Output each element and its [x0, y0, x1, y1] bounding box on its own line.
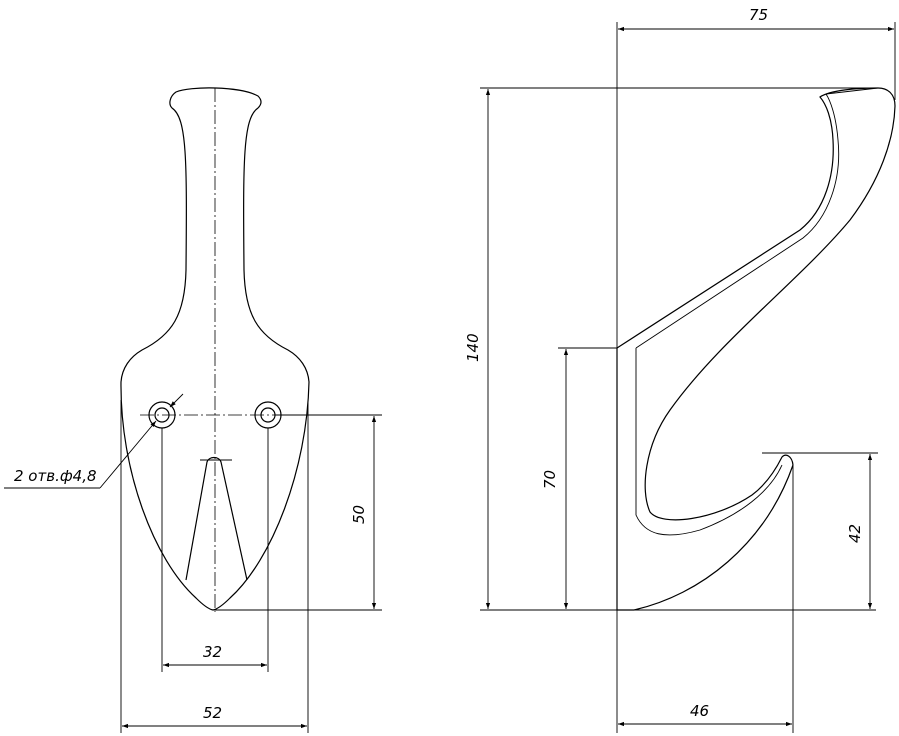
dim-depth-text: 75: [749, 6, 768, 24]
dim-total-width-text: 52: [203, 704, 222, 722]
dim-hole-spacing-text: 32: [203, 643, 222, 661]
hole-callout-arrow: [169, 393, 184, 408]
hole-callout-text: 2 отв.ф4,8: [14, 467, 97, 485]
side-view: 75 140 70 42 46: [464, 6, 896, 733]
upper-arm-inner: [635, 93, 840, 349]
upper-arm-outer: [616, 87, 896, 521]
front-view-outline: [120, 87, 310, 611]
dim-hook-reach-text: 46: [690, 702, 709, 720]
hole-callout-leader: [99, 420, 157, 489]
dim-hook-height-text: 42: [846, 524, 864, 543]
dim-lower-height-text: 70: [541, 470, 559, 489]
top-edge-line: [825, 87, 879, 95]
dim-height-text: 140: [464, 333, 482, 362]
dim-hole-height-text: 50: [350, 505, 368, 524]
side-view-inner: [635, 348, 783, 536]
front-view-groove: [185, 456, 248, 581]
side-view-back: [616, 348, 794, 611]
front-view: 2 отв.ф4,8 32 52 50: [4, 87, 382, 733]
